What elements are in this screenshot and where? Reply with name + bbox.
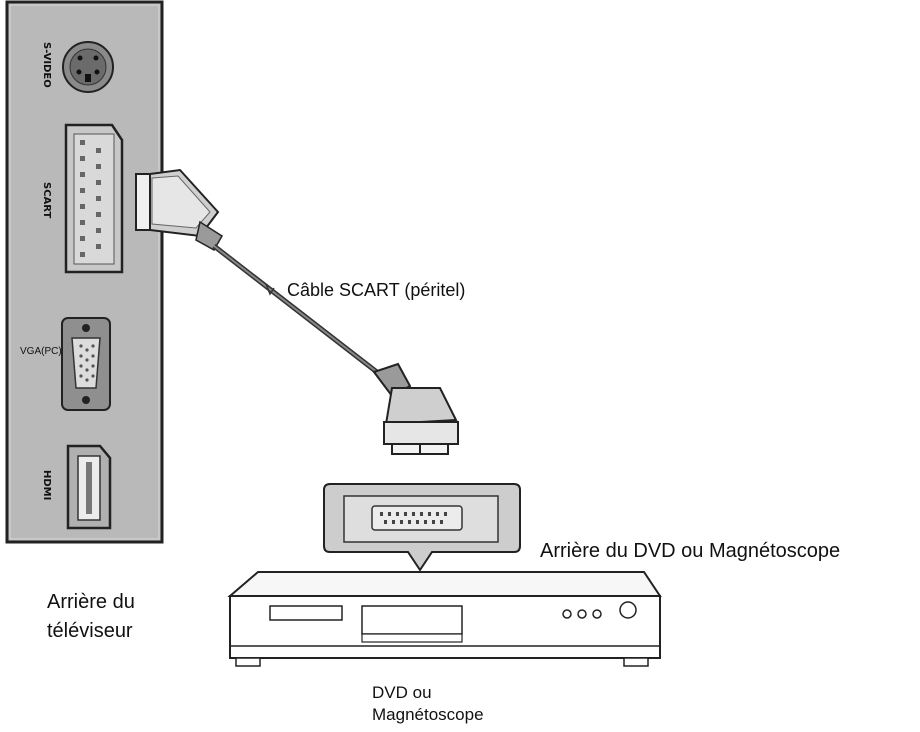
- svideo-port-label: S-VIDEO: [41, 42, 52, 88]
- vga-port-label: VGA(PC): [20, 346, 62, 357]
- cable-label: Câble SCART (péritel): [287, 280, 466, 300]
- dvd-player: [227, 571, 662, 667]
- scart-cable: [212, 244, 384, 378]
- dvd-label-line1: DVD ou: [372, 683, 432, 702]
- hdmi-port-label: HDMI: [41, 470, 52, 501]
- scart-plug-tv: [135, 168, 224, 252]
- dvd-rear-callout: [323, 483, 521, 572]
- scart-port-label: SCART: [41, 182, 52, 219]
- tv-rear-label-line1: Arrière du: [47, 591, 135, 613]
- svideo-port: [62, 41, 114, 93]
- vga-port: [61, 317, 111, 411]
- scart-plug-dvd: [372, 362, 459, 455]
- dvd-label: DVD ou Magnétoscope: [372, 682, 484, 726]
- dvd-rear-label: Arrière du DVD ou Magnétoscope: [540, 540, 841, 562]
- tv-rear-label-line2: téléviseur: [47, 620, 133, 642]
- tv-rear-label: Arrière du téléviseur: [47, 588, 135, 646]
- tv-scart-port: [64, 123, 124, 274]
- dvd-label-line2: Magnétoscope: [372, 705, 484, 724]
- hdmi-port: [66, 444, 112, 530]
